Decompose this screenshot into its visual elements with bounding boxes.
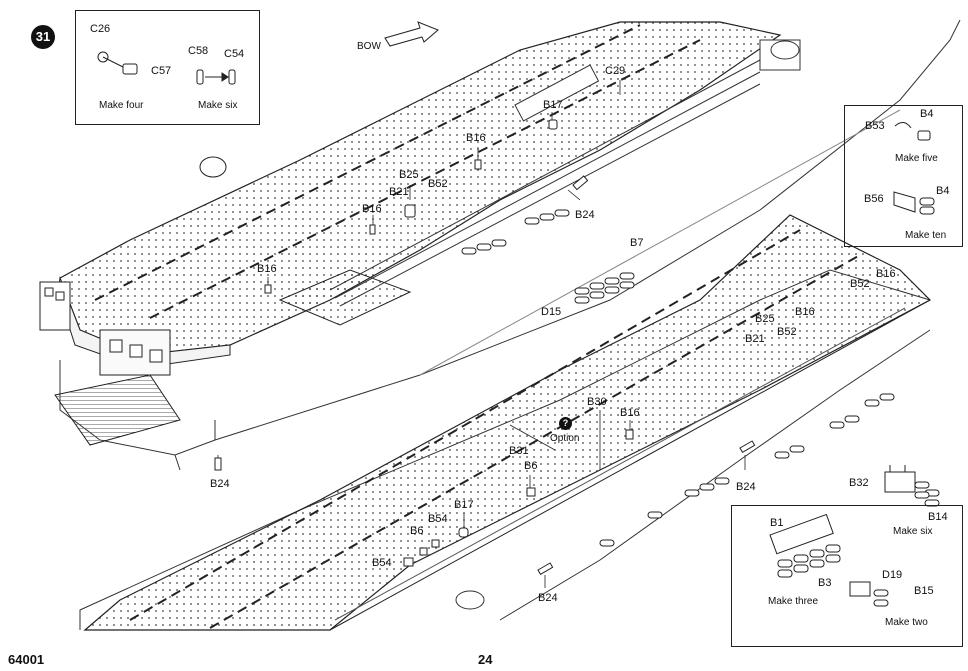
callout-b17-top: B17 <box>543 99 563 111</box>
callout-b24-c: B24 <box>736 481 756 493</box>
part-label-c57: C57 <box>151 65 172 77</box>
callout-b7: B7 <box>630 237 644 249</box>
part-label-b1: B1 <box>770 517 784 529</box>
part-label-c58: C58 <box>188 45 209 57</box>
callout-b54-b: B54 <box>372 557 392 569</box>
callout-c29: C29 <box>605 65 626 77</box>
caption-make-four: Make four <box>99 100 144 111</box>
caption-make-three: Make three <box>768 596 819 607</box>
caption-make-six: Make six <box>198 100 238 111</box>
small-parts <box>214 119 895 576</box>
callout-b16-e: B16 <box>795 306 815 318</box>
callout-b16-b: B16 <box>362 203 382 215</box>
product-code: 64001 <box>8 652 45 667</box>
inset-right-mid-drawing <box>884 465 940 507</box>
lower-flight-deck <box>83 214 931 631</box>
part-label-c26: C26 <box>90 23 111 35</box>
part-label-b53: B53 <box>865 120 885 132</box>
step-number-badge: 31 <box>31 25 55 49</box>
part-label-b32: B32 <box>849 477 869 489</box>
callout-b24-d: B24 <box>538 592 558 604</box>
lifeboat-cluster-b7 <box>574 272 635 304</box>
page-number: 24 <box>478 652 493 667</box>
callout-b52-b: B52 <box>850 278 870 290</box>
inset-right-top <box>844 105 963 247</box>
lifeboat-cluster-lower <box>599 393 895 547</box>
part-label-b56: B56 <box>864 193 884 205</box>
lifeboat-cluster-upper <box>461 209 570 255</box>
callout-b25-a: B25 <box>399 169 419 181</box>
caption-make-five: Make five <box>895 153 938 164</box>
inset-top-left-drawing <box>97 51 236 85</box>
inset-top-left <box>75 10 260 125</box>
callout-b17-b: B17 <box>454 499 474 511</box>
upper-gallery <box>329 39 801 307</box>
upper-stern-detail <box>39 281 181 446</box>
bow-label: BOW <box>357 41 381 52</box>
option-label: Option <box>550 433 580 444</box>
callout-b21-b: B21 <box>745 333 765 345</box>
caption-make-six-right: Make six <box>893 526 933 537</box>
bow-arrow <box>384 21 439 47</box>
callout-d15: D15 <box>541 306 562 318</box>
part-label-d19: D19 <box>882 569 903 581</box>
callout-b16-d: B16 <box>876 268 896 280</box>
callout-b52-a: B52 <box>428 178 448 190</box>
part-label-c54: C54 <box>224 48 245 60</box>
callout-b31: B31 <box>509 445 529 457</box>
part-label-b4-top: B4 <box>920 108 934 120</box>
callout-b54-a: B54 <box>428 513 448 525</box>
part-label-b4-mid: B4 <box>936 185 950 197</box>
option-icon: ? <box>559 417 572 430</box>
caption-make-two: Make two <box>885 617 928 628</box>
inset-bottom-right <box>731 505 963 647</box>
callout-b24-a: B24 <box>575 209 595 221</box>
callout-b6-a: B6 <box>524 460 538 472</box>
part-label-b14: B14 <box>928 511 948 523</box>
part-label-b3: B3 <box>818 577 832 589</box>
part-label-b15: B15 <box>914 585 934 597</box>
callout-b16-c: B16 <box>257 263 277 275</box>
callout-b52-c: B52 <box>777 326 797 338</box>
inset-bottom-right-drawing <box>769 513 889 607</box>
callout-b25-b: B25 <box>755 313 775 325</box>
callout-b30: B30 <box>587 396 607 408</box>
callout-b24-b: B24 <box>210 478 230 490</box>
callout-b16-f: B16 <box>620 407 640 419</box>
caption-make-ten: Make ten <box>905 230 947 241</box>
callout-b6-b: B6 <box>410 525 424 537</box>
inset-right-top-drawing <box>893 122 935 215</box>
callout-b21-a: B21 <box>389 186 409 198</box>
callout-b16-a: B16 <box>466 132 486 144</box>
